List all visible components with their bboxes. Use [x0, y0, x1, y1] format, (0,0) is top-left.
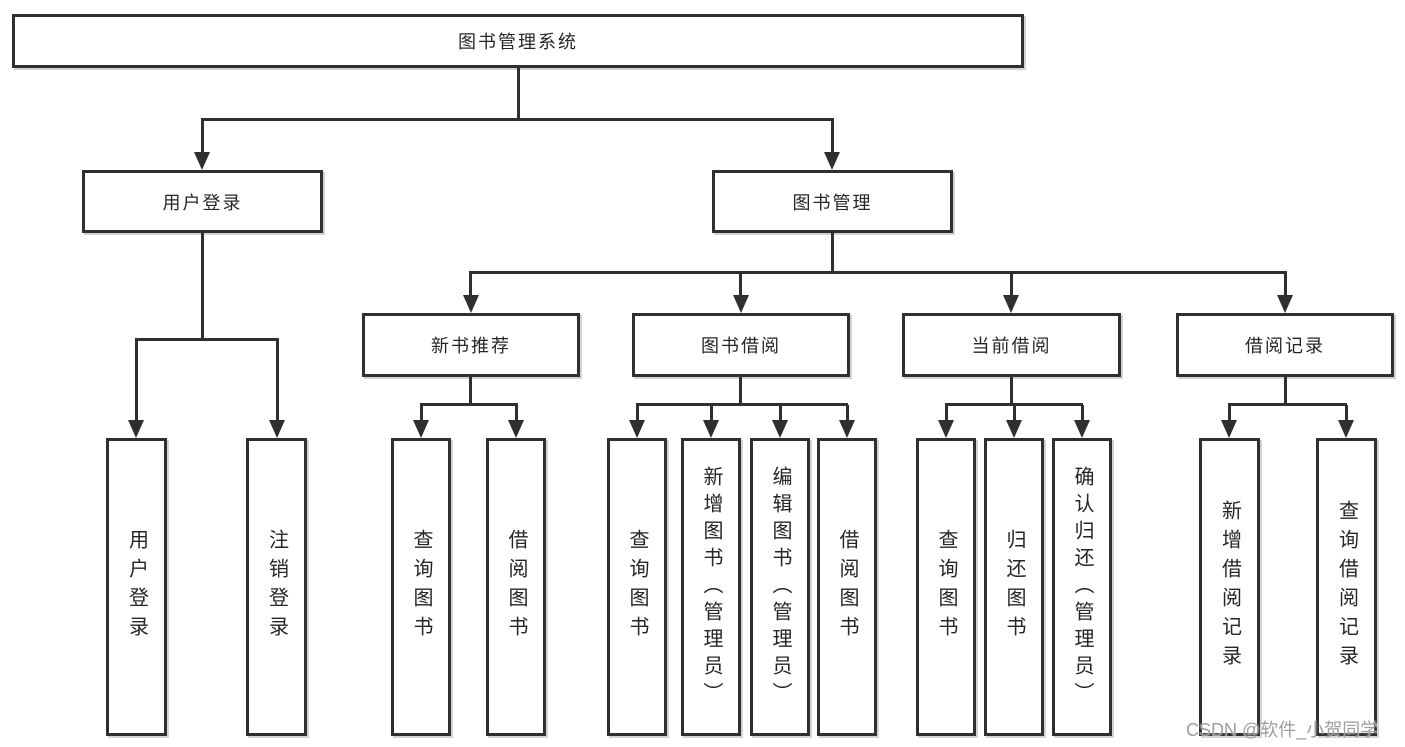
node-label: 归还图书 [1003, 529, 1025, 645]
arrow-down-icon [128, 420, 144, 438]
node-current-borrow: 当前借阅 [902, 313, 1121, 377]
node-label: 借阅图书 [505, 529, 527, 645]
connector-hline [636, 403, 848, 406]
connector-vline [846, 405, 849, 422]
leaf-bb-query-book: 查询图书 [607, 438, 667, 736]
connector-vline [739, 377, 742, 405]
connector-vline [831, 233, 834, 273]
leaf-bb-add-book-admin: 新增图书（管理员） [681, 438, 741, 736]
arrow-down-icon [1277, 295, 1293, 313]
connector-vline [1345, 405, 1348, 422]
node-root: 图书管理系统 [12, 14, 1024, 68]
arrow-down-icon [1006, 420, 1022, 438]
connector-vline [710, 405, 713, 422]
node-label: 编辑图书（管理员） [769, 465, 791, 709]
node-label: 用户登录 [125, 529, 148, 645]
connector-hline [945, 403, 1083, 406]
connector-hline [420, 403, 518, 406]
node-label: 确认归还（管理员） [1071, 465, 1093, 709]
leaf-logout: 注销登录 [246, 438, 307, 736]
node-book-borrow: 图书借阅 [632, 313, 850, 377]
arrow-down-icon [938, 420, 954, 438]
node-label: 当前借阅 [971, 336, 1052, 356]
connector-vline [469, 273, 472, 299]
csdn-watermark: CSDN @软件_小贺同学 [1186, 720, 1379, 740]
node-label: 查询图书 [410, 529, 432, 645]
node-label: 新书推荐 [431, 336, 511, 356]
arrow-down-icon [463, 295, 479, 313]
leaf-br-query-record: 查询借阅记录 [1316, 438, 1377, 736]
node-label: 新增图书（管理员） [700, 465, 722, 709]
node-label: 查询图书 [626, 529, 648, 645]
connector-vline [276, 340, 279, 422]
leaf-bb-borrow-book: 借阅图书 [817, 438, 877, 736]
connector-hline [135, 338, 279, 341]
node-borrow-records: 借阅记录 [1176, 313, 1394, 377]
node-label: 用户登录 [162, 192, 243, 213]
node-label: 借阅图书 [836, 529, 858, 645]
arrow-down-icon [1003, 295, 1019, 313]
connector-vline [1081, 405, 1084, 422]
arrow-down-icon [839, 420, 855, 438]
leaf-nb-borrow-book: 借阅图书 [486, 438, 546, 736]
leaf-cb-query-book: 查询图书 [916, 438, 976, 736]
arrow-down-icon [1338, 420, 1354, 438]
leaf-bb-edit-book-admin: 编辑图书（管理员） [750, 438, 810, 736]
node-user-login: 用户登录 [82, 170, 323, 233]
connector-vline [469, 377, 472, 405]
node-label: 图书借阅 [701, 336, 781, 356]
node-label: 注销登录 [265, 529, 288, 645]
leaf-cb-return-book: 归还图书 [984, 438, 1044, 736]
connector-vline [1284, 377, 1287, 405]
arrow-down-icon [824, 152, 840, 170]
node-label: 借阅记录 [1245, 336, 1325, 356]
connector-vline [1284, 273, 1287, 299]
leaf-nb-query-book: 查询图书 [391, 438, 451, 736]
connector-vline [135, 340, 138, 422]
arrow-down-icon [703, 420, 719, 438]
leaf-br-add-record: 新增借阅记录 [1199, 438, 1260, 736]
connector-vline [515, 405, 518, 422]
connector-vline [1010, 273, 1013, 299]
connector-vline [420, 405, 423, 422]
connector-vline [1228, 405, 1231, 422]
connector-hline [1228, 403, 1347, 406]
connector-vline [739, 273, 742, 299]
connector-hline [201, 118, 834, 121]
node-book-management: 图书管理 [712, 170, 953, 233]
node-label: 新增借阅记录 [1218, 500, 1241, 674]
connector-vline [1010, 377, 1013, 405]
connector-vline [1013, 405, 1016, 422]
connector-vline [517, 68, 520, 121]
node-label: 图书管理 [792, 192, 873, 213]
connector-vline [779, 405, 782, 422]
connector-vline [636, 405, 639, 422]
arrow-down-icon [629, 420, 645, 438]
node-label: 查询借阅记录 [1335, 500, 1358, 674]
connector-vline [201, 233, 204, 340]
arrow-down-icon [269, 420, 285, 438]
arrow-down-icon [508, 420, 524, 438]
connector-vline [831, 120, 834, 154]
node-label: 图书管理系统 [458, 32, 578, 52]
leaf-user-login: 用户登录 [106, 438, 167, 736]
connector-vline [945, 405, 948, 422]
arrow-down-icon [1221, 420, 1237, 438]
node-label: 查询图书 [935, 529, 957, 645]
arrow-down-icon [194, 152, 210, 170]
arrow-down-icon [772, 420, 788, 438]
leaf-cb-confirm-return-admin: 确认归还（管理员） [1052, 438, 1112, 736]
connector-vline [201, 120, 204, 154]
connector-hline [469, 271, 1287, 274]
node-new-book-recommend: 新书推荐 [362, 313, 580, 377]
arrow-down-icon [413, 420, 429, 438]
arrow-down-icon [1074, 420, 1090, 438]
arrow-down-icon [733, 295, 749, 313]
